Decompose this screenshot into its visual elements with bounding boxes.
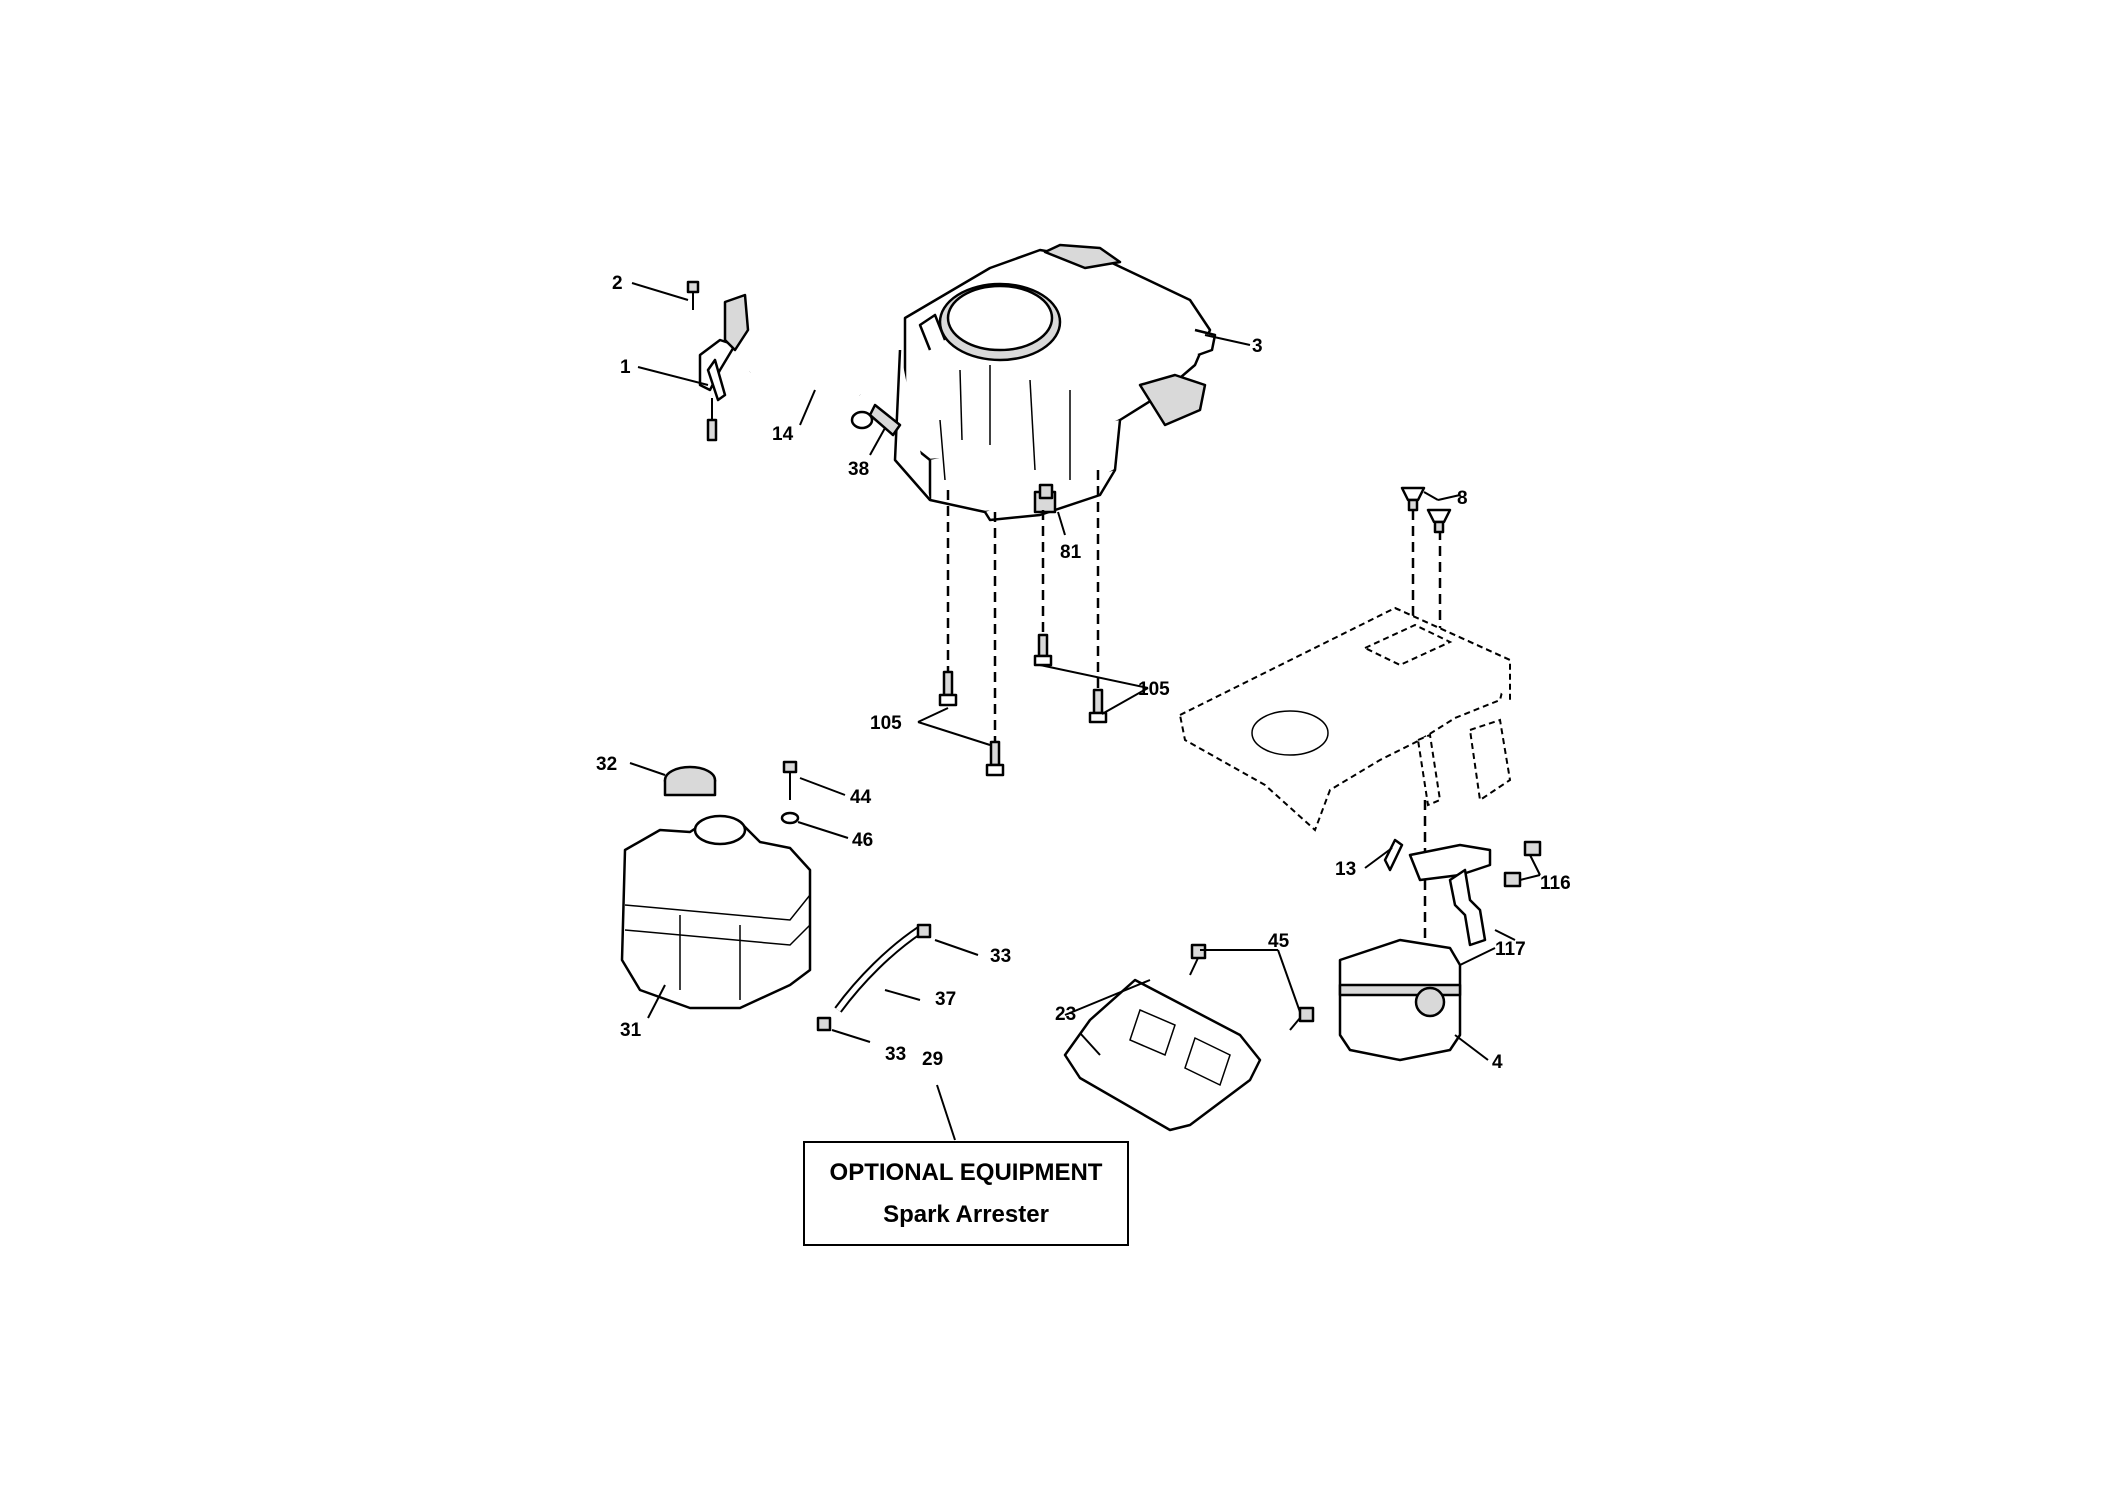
fuel-line bbox=[747, 355, 902, 437]
mounting-alignment bbox=[946, 470, 1442, 955]
callout-32: 32 bbox=[596, 754, 617, 775]
optional-equipment-box: OPTIONAL EQUIPMENT Spark Arrester bbox=[803, 1141, 1129, 1246]
optional-equipment-subtitle: Spark Arrester bbox=[883, 1200, 1049, 1228]
callout-38: 38 bbox=[848, 459, 869, 480]
callout-29: 29 bbox=[922, 1049, 943, 1070]
muffler-assembly bbox=[1338, 838, 1542, 1062]
frame-bolts bbox=[1400, 486, 1452, 534]
callout-4: 4 bbox=[1492, 1052, 1503, 1073]
callout-44: 44 bbox=[850, 787, 872, 808]
callout-105-left: 105 bbox=[870, 713, 902, 734]
callout-14: 14 bbox=[772, 424, 794, 445]
callout-33-bottom: 33 bbox=[885, 1044, 906, 1065]
callout-116: 116 bbox=[1540, 873, 1571, 894]
fuel-line-kit bbox=[816, 923, 932, 1032]
callout-105-right: 105 bbox=[1138, 679, 1170, 700]
callout-117: 117 bbox=[1495, 939, 1526, 960]
callout-8: 8 bbox=[1457, 488, 1468, 509]
callout-1: 1 bbox=[620, 357, 631, 378]
optional-equipment-title: OPTIONAL EQUIPMENT bbox=[829, 1158, 1103, 1186]
callout-23: 23 bbox=[1055, 1004, 1076, 1025]
heat-shield bbox=[1063, 943, 1315, 1132]
throttle-control bbox=[686, 280, 750, 442]
callout-31: 31 bbox=[620, 1020, 642, 1041]
leader-lines bbox=[629, 282, 1541, 1141]
mounting-bolts bbox=[938, 483, 1108, 777]
engine bbox=[893, 243, 1217, 522]
callout-37: 37 bbox=[935, 989, 956, 1010]
fuel-tank bbox=[620, 760, 812, 1010]
callouts: 2 1 3 14 38 81 8 105 105 32 44 46 13 116… bbox=[596, 273, 1571, 1073]
callout-45: 45 bbox=[1268, 931, 1290, 952]
callout-3: 3 bbox=[1252, 336, 1263, 357]
chassis-frame bbox=[1178, 606, 1512, 832]
callout-33-top: 33 bbox=[990, 946, 1011, 967]
callout-46: 46 bbox=[852, 830, 873, 851]
callout-2: 2 bbox=[612, 273, 623, 294]
callout-13: 13 bbox=[1335, 859, 1356, 880]
callout-81: 81 bbox=[1060, 542, 1082, 563]
